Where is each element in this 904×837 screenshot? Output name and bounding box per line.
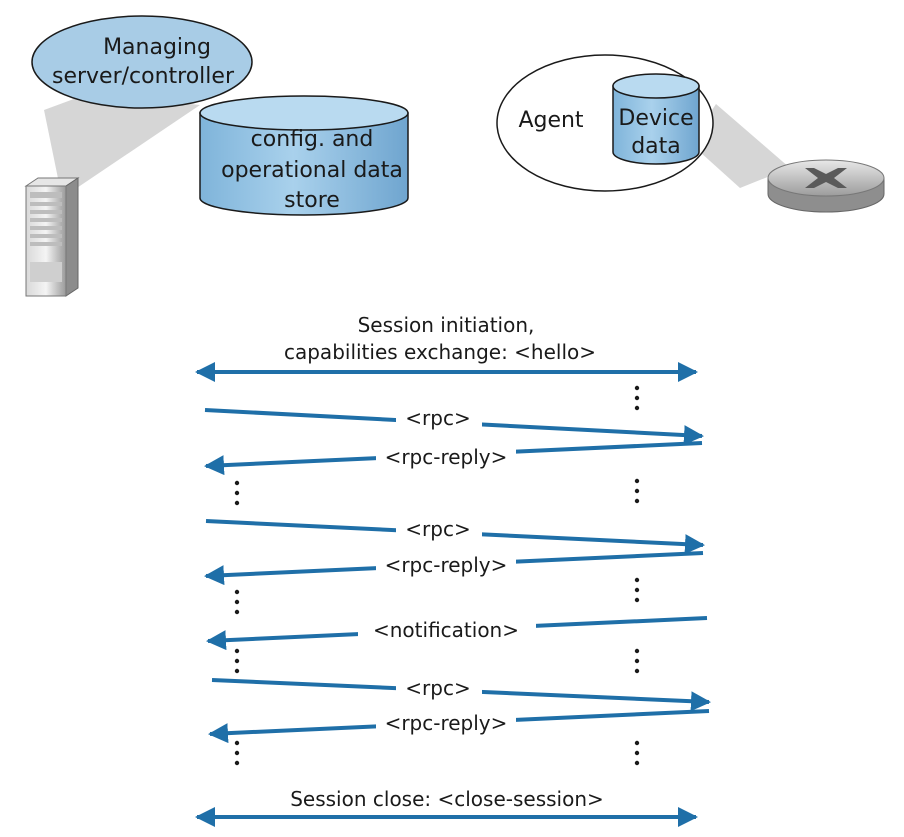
hello-label-line2: capabilities exchange: <hello> — [284, 340, 596, 364]
hello-label-line1: Session initiation, — [358, 313, 535, 337]
ellipsis-left-2 — [234, 589, 240, 615]
managing-server-bubble: Managing server/controller — [31, 15, 253, 109]
rpc-label-1: <rpc> — [405, 406, 470, 430]
ellipsis-right-1 — [634, 385, 640, 411]
agent-callout — [690, 104, 790, 188]
rpc-label-3: <rpc> — [405, 676, 470, 700]
store-line3: store — [284, 188, 340, 213]
message-sequence: Session initiation, capabilities exchang… — [195, 313, 711, 827]
ellipsis-right-2 — [634, 478, 640, 504]
manager-callout-wedge — [44, 93, 200, 198]
rpc-label-2: <rpc> — [405, 517, 470, 541]
rpc-reply-label-2: <rpc-reply> — [385, 553, 508, 577]
server-tower-icon — [24, 177, 80, 297]
ellipsis-dots — [234, 385, 640, 766]
agent-callout-wedge — [690, 104, 790, 188]
store-line1: config. and — [251, 127, 374, 152]
ellipsis-right-5 — [634, 740, 640, 766]
ellipsis-left-1 — [234, 480, 240, 506]
device-data-line1: Device — [618, 106, 693, 131]
device-data-cylinder: Device data — [612, 73, 700, 165]
device-data-line2: data — [631, 134, 681, 159]
store-line2: operational data — [221, 158, 403, 183]
data-store-cylinder: config. and operational data store — [199, 95, 409, 216]
ellipsis-left-4 — [234, 740, 240, 766]
ellipsis-right-4 — [634, 648, 640, 674]
manager-label-line2: server/controller — [52, 64, 235, 89]
agent-label: Agent — [518, 108, 583, 133]
ellipsis-left-3 — [234, 648, 240, 674]
manager-label-line1: Managing — [103, 35, 211, 60]
rpc-reply-label-1: <rpc-reply> — [385, 445, 508, 469]
rpc-reply-label-3: <rpc-reply> — [385, 711, 508, 735]
manager-callout — [44, 93, 200, 198]
ellipsis-right-3 — [634, 577, 640, 603]
router-icon — [767, 159, 885, 213]
close-label: Session close: <close-session> — [290, 787, 604, 811]
notification-label: <notification> — [373, 618, 519, 642]
